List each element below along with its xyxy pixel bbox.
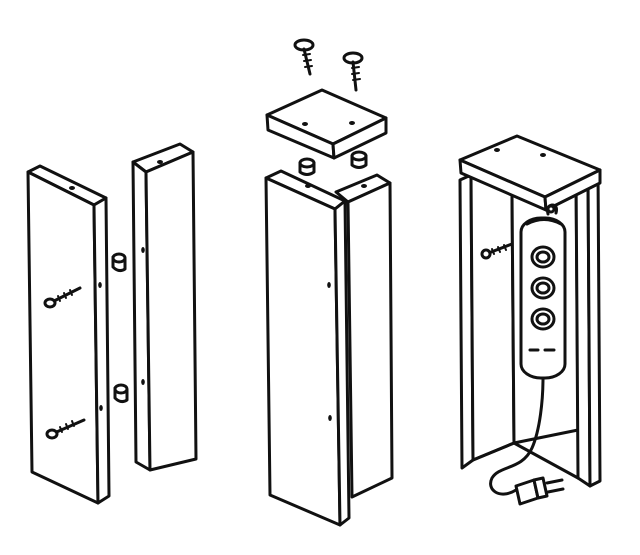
stage-2-cap-assembly (264, 38, 394, 527)
screw-icon (342, 51, 364, 92)
assembled-box-left-wall (458, 173, 516, 470)
dowel-icon (350, 150, 368, 169)
socket-icon (530, 276, 556, 300)
dowel-icon (298, 157, 316, 176)
stage-1-exploded-sides (26, 142, 198, 505)
back-panel (334, 173, 394, 499)
socket-icon (530, 245, 556, 269)
power-strip-icon (519, 203, 567, 380)
screw-icon (480, 242, 514, 260)
socket-icon (530, 307, 556, 331)
dowel-icon (111, 252, 127, 273)
assembled-box-right-wall (574, 168, 602, 488)
front-panel (264, 169, 351, 527)
dowel-icon (113, 383, 129, 404)
screw-icon (293, 38, 315, 76)
plug-icon (514, 476, 565, 506)
screw-icon (43, 286, 82, 309)
left-side-panel (26, 164, 111, 505)
power-cable (489, 376, 545, 496)
assembled-box-top (458, 134, 602, 212)
screw-icon (45, 418, 86, 440)
top-cap (265, 88, 388, 160)
right-side-panel (131, 142, 198, 472)
stage-3-finished-box (458, 134, 602, 506)
